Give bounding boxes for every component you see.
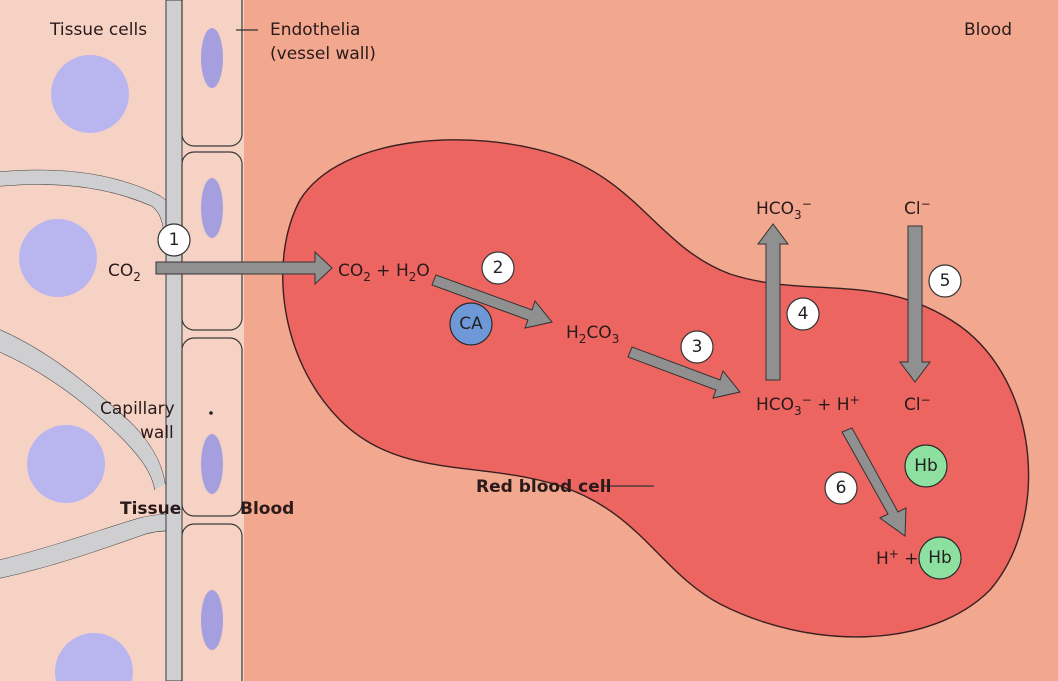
dot-marker (209, 411, 213, 415)
formula-h-plus: H+ + (876, 547, 919, 569)
svg-text:4: 4 (798, 304, 809, 324)
formula-cl-out: Cl− (904, 197, 931, 219)
tissue-nucleus (19, 219, 97, 297)
svg-text:1: 1 (169, 230, 180, 250)
step-5: 5 (928, 264, 962, 298)
step-2: 2 (481, 251, 515, 285)
label-blood-bottom: Blood (240, 499, 294, 519)
molecule-ca: CA (449, 302, 493, 346)
endothelial-cell (181, 337, 243, 517)
formula-hco3-out: HCO3− (756, 197, 812, 222)
arrow-step-5 (899, 225, 931, 383)
svg-text:6: 6 (836, 478, 847, 498)
label-tissue-cells: Tissue cells (49, 20, 147, 40)
label-blood-top: Blood (964, 20, 1012, 40)
arrow-step-4 (757, 223, 789, 381)
formula-hco3-h: HCO3− + H+ (756, 393, 860, 418)
step-4: 4 (786, 297, 820, 331)
endothelial-nucleus (201, 178, 223, 238)
arrow-step-3 (627, 346, 741, 399)
label-wall: wall (140, 423, 174, 443)
molecule-hb-bound: Hb (918, 536, 962, 580)
arrow-step-2 (431, 274, 553, 329)
label-red-blood-cell: Red blood cell (476, 477, 611, 497)
formula-co2-h2o: CO2 + H2O (338, 261, 430, 284)
label-vessel-wall: (vessel wall) (270, 44, 376, 64)
endothelial-nucleus (201, 28, 223, 88)
formula-co2-tissue: CO2 (108, 261, 141, 284)
tissue-nucleus (55, 633, 133, 681)
reaction-arrows (155, 223, 931, 537)
capillary-wall-column (165, 0, 183, 681)
arrow-step-6 (841, 427, 907, 537)
step-markers: 1 2 3 4 5 6 (157, 223, 962, 505)
tissue-wall-fill (0, 170, 178, 578)
step-1: 1 (157, 223, 191, 257)
step-3: 3 (680, 330, 714, 364)
endothelial-nucleus (201, 590, 223, 650)
label-tissue-bottom: Tissue (120, 499, 181, 519)
endothelial-cells (181, 0, 243, 681)
formula-h2co3: H2CO3 (566, 323, 619, 346)
label-capillary: Capillary (100, 399, 175, 419)
svg-text:3: 3 (692, 337, 703, 357)
svg-text:5: 5 (940, 271, 951, 291)
svg-text:2: 2 (493, 258, 504, 278)
tissue-nucleus (51, 55, 129, 133)
svg-text:CA: CA (459, 314, 483, 334)
endothelial-nucleus (201, 434, 223, 494)
tissue-nuclei (19, 55, 133, 681)
step-6: 6 (824, 471, 858, 505)
molecule-hb-free: Hb (904, 444, 948, 488)
label-endothelia: Endothelia (270, 20, 360, 40)
formula-cl-in: Cl− (904, 393, 931, 415)
svg-text:Hb: Hb (914, 456, 938, 476)
red-blood-cell (282, 139, 1030, 638)
svg-text:Hb: Hb (928, 548, 952, 568)
tissue-nucleus (27, 425, 105, 503)
arrow-co2-into-cell (155, 250, 333, 286)
